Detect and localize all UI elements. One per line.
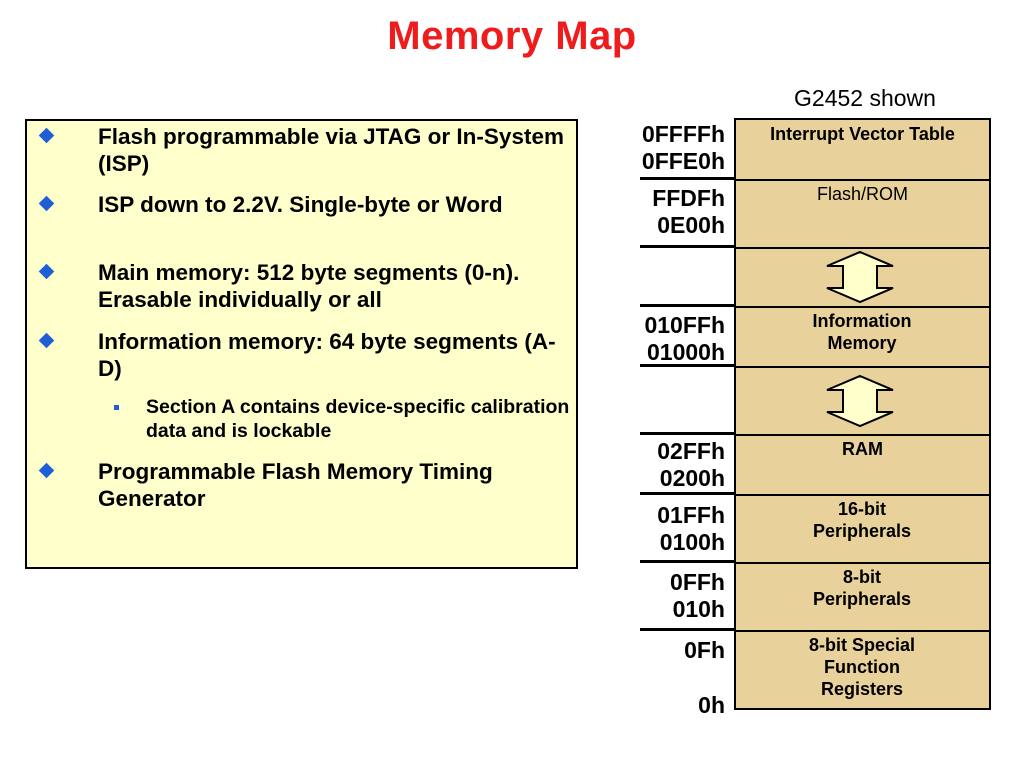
address-rule bbox=[640, 492, 734, 495]
bullet-flash-programmable: Flash programmable via JTAG or In-System… bbox=[98, 124, 564, 176]
address-low: 0FFE0h bbox=[641, 148, 725, 174]
double-arrow-icon bbox=[826, 374, 894, 428]
address-low: 0h bbox=[698, 692, 725, 718]
address-rule bbox=[640, 432, 734, 435]
segment-divider bbox=[734, 494, 991, 496]
sub-bullet-section-a: Section A contains device-specific calib… bbox=[146, 396, 570, 442]
address-low: 0E00h bbox=[657, 212, 725, 238]
address-rule bbox=[640, 560, 734, 563]
page-title: Memory Map bbox=[387, 14, 637, 58]
double-arrow-icon bbox=[826, 250, 894, 304]
address-rule bbox=[640, 245, 734, 248]
segment-interrupt-vector-table: Interrupt Vector Table bbox=[770, 124, 955, 144]
address-high: 01FFh bbox=[657, 502, 725, 528]
bullet-timing-generator: Programmable Flash Memory Timing Generat… bbox=[98, 459, 493, 511]
segment-divider bbox=[734, 366, 991, 368]
segment-ram: RAM bbox=[842, 439, 883, 459]
address-low: 0100h bbox=[659, 529, 725, 555]
address-low: 0200h bbox=[659, 465, 725, 491]
segment-information-memory: Information Memory bbox=[812, 311, 912, 353]
address-low: 01000h bbox=[646, 339, 725, 365]
segment-divider bbox=[734, 179, 991, 181]
bullet-box bbox=[25, 119, 578, 569]
segment-16bit-peripherals: 16-bit Peripherals bbox=[812, 499, 912, 541]
bullet-isp-voltage: ISP down to 2.2V. Single-byte or Word bbox=[98, 192, 503, 217]
address-high: FFDFh bbox=[652, 185, 725, 211]
address-high: 0FFFFh bbox=[641, 121, 725, 147]
segment-divider bbox=[734, 562, 991, 564]
address-high: 0FFh bbox=[670, 569, 725, 595]
address-rule bbox=[640, 628, 734, 631]
address-low: 010h bbox=[672, 596, 725, 622]
segment-8bit-sfr: 8-bit Special Function Registers bbox=[808, 635, 916, 699]
address-high: 0Fh bbox=[684, 637, 725, 663]
segment-flash-rom: Flash/ROM bbox=[816, 184, 908, 204]
segment-divider bbox=[734, 306, 991, 308]
segment-divider bbox=[734, 247, 991, 249]
segment-8bit-peripherals: 8-bit Peripherals bbox=[812, 567, 912, 609]
address-high: 010FFh bbox=[644, 312, 725, 338]
address-rule bbox=[640, 364, 734, 367]
address-rule bbox=[640, 304, 734, 307]
segment-divider bbox=[734, 434, 991, 436]
memory-map-subtitle: G2452 shown bbox=[794, 85, 936, 111]
square-bullet-icon bbox=[114, 405, 119, 410]
address-high: 02FFh bbox=[657, 438, 725, 464]
bullet-information-memory: Information memory: 64 byte segments (A-… bbox=[98, 329, 556, 381]
address-rule bbox=[640, 177, 734, 180]
bullet-main-memory: Main memory: 512 byte segments (0-n). Er… bbox=[98, 260, 520, 312]
segment-divider bbox=[734, 630, 991, 632]
